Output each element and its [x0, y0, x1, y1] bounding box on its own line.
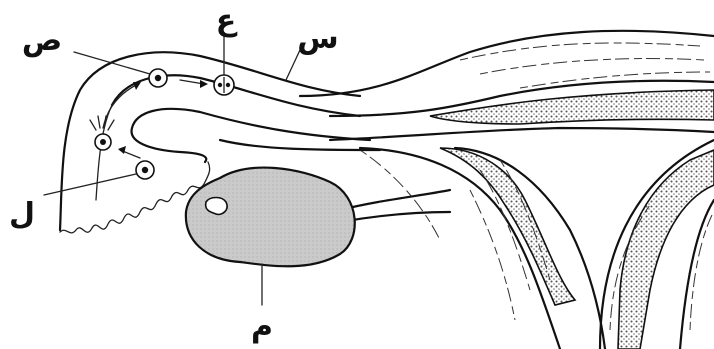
egg-near-fimbria	[136, 161, 154, 179]
uterus-wall	[300, 31, 714, 349]
egg-in-tube	[149, 69, 167, 87]
egg-cells	[90, 69, 234, 179]
egg-being-fertilized	[90, 116, 114, 150]
label-sad: ص	[22, 23, 62, 58]
label-ayn: ع	[216, 3, 238, 38]
ovary	[186, 168, 355, 267]
movement-arrows	[103, 80, 208, 158]
label-meem: م	[251, 309, 273, 344]
ovarian-ligament	[340, 190, 450, 222]
zygote	[214, 75, 234, 95]
label-lam: ل	[9, 197, 35, 232]
label-seen: س	[297, 21, 338, 56]
